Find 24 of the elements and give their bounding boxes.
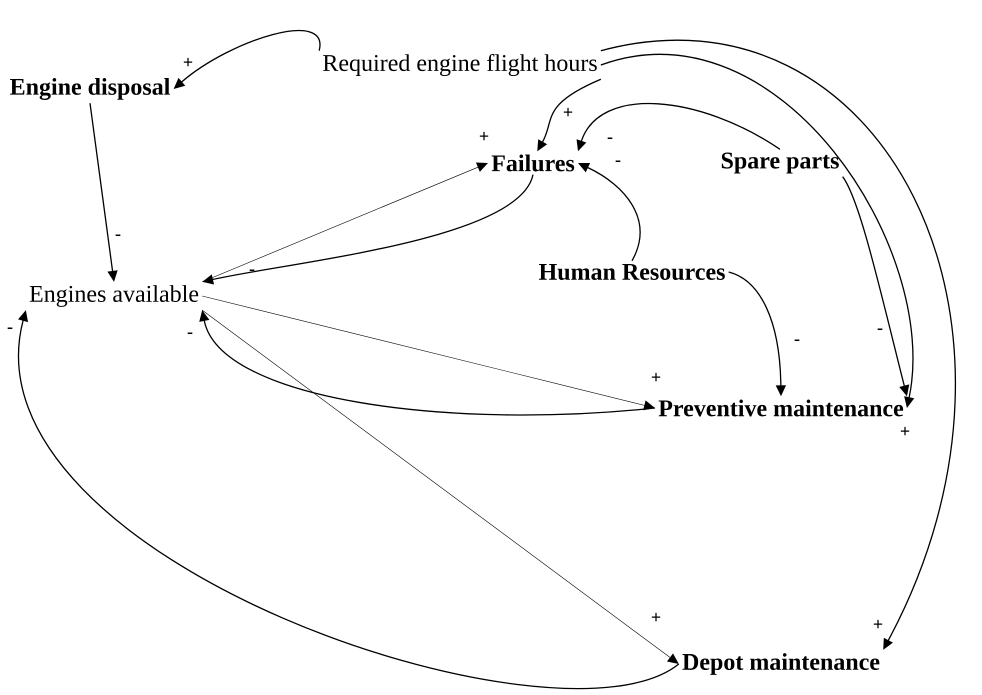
variable-label: Engine disposal [10, 78, 170, 100]
polarity-sign: - [8, 328, 12, 330]
variable-label: Failures [492, 154, 574, 172]
polarity-sign: + [184, 58, 192, 66]
variable-label: Engines available [30, 285, 198, 307]
polarity-sign: + [652, 612, 660, 622]
variable-label: Human Resources [538, 264, 725, 280]
variable-label: Preventive maintenance [658, 400, 904, 416]
polarity-sign: - [188, 332, 192, 334]
polarity-sign: - [794, 340, 800, 342]
polarity-sign: - [608, 138, 612, 140]
polarity-sign: + [480, 132, 488, 140]
variable-label: Required engine flight hours [323, 54, 597, 76]
polarity-sign: + [900, 426, 910, 436]
variable-label: Spare parts [722, 152, 839, 174]
polarity-sign: - [116, 234, 120, 236]
polarity-sign: + [564, 108, 572, 116]
polarity-sign: + [652, 372, 660, 382]
polarity-sign: + [874, 620, 882, 628]
polarity-sign: - [878, 328, 882, 330]
variable-label: Depot maintenance [682, 653, 880, 675]
polarity-sign: - [250, 270, 254, 272]
polarity-sign: - [616, 160, 620, 162]
arrow [202, 310, 679, 664]
